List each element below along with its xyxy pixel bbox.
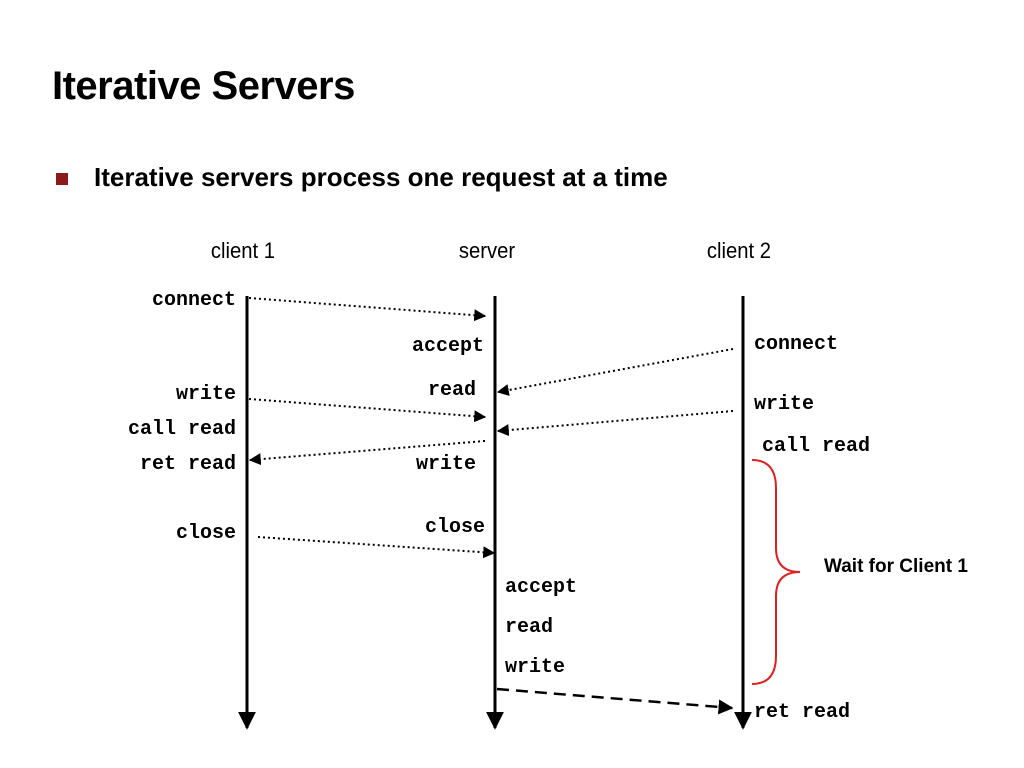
client2-op-write: write <box>754 393 815 416</box>
arrow-client1-connect <box>248 297 487 322</box>
column-label-server: server <box>458 238 516 263</box>
arrow-client2-write <box>496 410 734 437</box>
bullet-item: Iterative servers process one request at… <box>56 162 668 193</box>
server-op-close: close <box>424 516 485 539</box>
column-label-client2: client 2 <box>706 238 772 263</box>
client2-op-connect: connect <box>754 333 839 356</box>
server-op-write-2: write <box>505 656 566 679</box>
client1-op-connect: connect <box>151 289 236 312</box>
server-op-accept-1: accept <box>411 335 484 358</box>
wait-brace <box>751 459 801 685</box>
slide-title: Iterative Servers <box>52 64 355 108</box>
client1-op-write: write <box>175 383 236 406</box>
client1-op-close: close <box>175 522 236 545</box>
arrow-server-write <box>248 440 486 466</box>
client1-op-ret-read: ret read <box>139 453 236 476</box>
server-op-accept-2: accept <box>505 576 578 599</box>
wait-note: Wait for Client 1 <box>824 556 968 577</box>
arrow-server-write-client2 <box>496 687 734 715</box>
bullet-text: Iterative servers process one request at… <box>94 162 668 192</box>
arrow-client2-connect <box>496 348 734 396</box>
server-op-write-1: write <box>415 453 476 476</box>
client1-op-call-read: call read <box>127 418 236 441</box>
column-label-client1: client 1 <box>210 238 276 263</box>
client2-op-ret-read: ret read <box>754 701 851 724</box>
server-op-read-2: read <box>505 616 554 639</box>
server-op-read-1: read <box>427 379 476 402</box>
client2-op-call-read: call read <box>762 435 871 458</box>
bullet-square-icon <box>56 172 68 185</box>
